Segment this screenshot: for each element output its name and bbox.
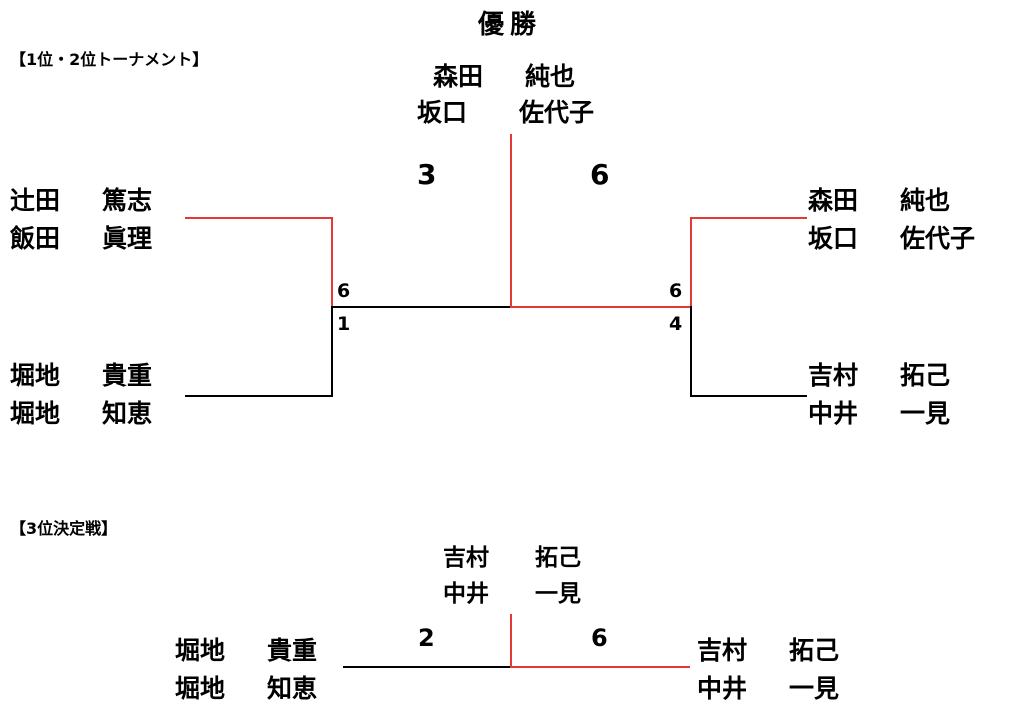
third-place-section-label: 【3位決定戦】 bbox=[10, 519, 118, 538]
player: 吉村拓己 bbox=[808, 361, 951, 390]
third-place-left-team: 堀地貴重 堀地知恵 bbox=[175, 632, 317, 708]
left-bottom-vertical-line bbox=[331, 306, 333, 397]
right-final-connector-line bbox=[510, 306, 691, 308]
left-top-branch-line bbox=[185, 217, 332, 219]
player: 辻田篤志 bbox=[10, 186, 153, 215]
third-place-right-line bbox=[510, 666, 690, 668]
champion-team-row2: 坂口佐代子 bbox=[417, 94, 594, 132]
right-semi-bottom-score: 4 bbox=[669, 313, 683, 335]
left-semi-bottom-team: 堀地貴重 堀地知恵 bbox=[10, 357, 152, 433]
third-place-left-score: 2 bbox=[418, 624, 435, 652]
right-bottom-branch-line bbox=[690, 395, 807, 397]
champion-stem-line bbox=[510, 134, 512, 308]
player: 吉村拓己 bbox=[697, 636, 840, 665]
left-semi-top-score: 6 bbox=[337, 280, 351, 302]
right-semi-bottom-team: 吉村拓己 中井一見 bbox=[808, 357, 950, 433]
third-place-left-line bbox=[343, 666, 511, 668]
player: 吉村拓己 bbox=[443, 545, 581, 571]
right-semi-top-team: 森田純也 坂口佐代子 bbox=[808, 182, 975, 258]
player: 中井一見 bbox=[697, 674, 840, 703]
right-top-branch-line bbox=[690, 217, 807, 219]
left-semi-bottom-score: 1 bbox=[337, 313, 351, 335]
player: 中井一見 bbox=[808, 399, 951, 428]
tournament-section-label: 【1位・2位トーナメント】 bbox=[10, 50, 209, 69]
left-bottom-branch-line bbox=[185, 395, 332, 397]
player: 堀地知恵 bbox=[175, 674, 318, 703]
player: 堀地貴重 bbox=[175, 636, 318, 665]
right-semi-top-score: 6 bbox=[669, 280, 683, 302]
player: 堀地知恵 bbox=[10, 399, 153, 428]
champion-team: 森田純也 bbox=[433, 58, 575, 96]
player: 飯田眞理 bbox=[10, 224, 153, 253]
third-place-winner-team: 吉村拓己 中井一見 bbox=[443, 540, 581, 612]
player: 中井一見 bbox=[443, 581, 581, 607]
left-semi-top-team: 辻田篤志 飯田眞理 bbox=[10, 182, 152, 258]
final-score-right: 6 bbox=[590, 158, 610, 191]
final-score-left: 3 bbox=[417, 158, 437, 191]
third-place-right-score: 6 bbox=[591, 624, 608, 652]
champion-player-2: 坂口佐代子 bbox=[417, 98, 595, 127]
player: 森田純也 bbox=[808, 186, 951, 215]
right-bottom-vertical-line bbox=[690, 306, 692, 397]
right-top-vertical-line bbox=[690, 217, 692, 308]
third-place-stem-line bbox=[510, 614, 512, 668]
third-place-right-team: 吉村拓己 中井一見 bbox=[697, 632, 839, 708]
champion-title: 優勝 bbox=[478, 10, 543, 40]
player: 堀地貴重 bbox=[10, 361, 153, 390]
left-final-connector-line bbox=[331, 306, 511, 308]
champion-player-1: 森田純也 bbox=[433, 62, 576, 91]
player: 坂口佐代子 bbox=[808, 224, 976, 253]
left-top-vertical-line bbox=[331, 217, 333, 307]
